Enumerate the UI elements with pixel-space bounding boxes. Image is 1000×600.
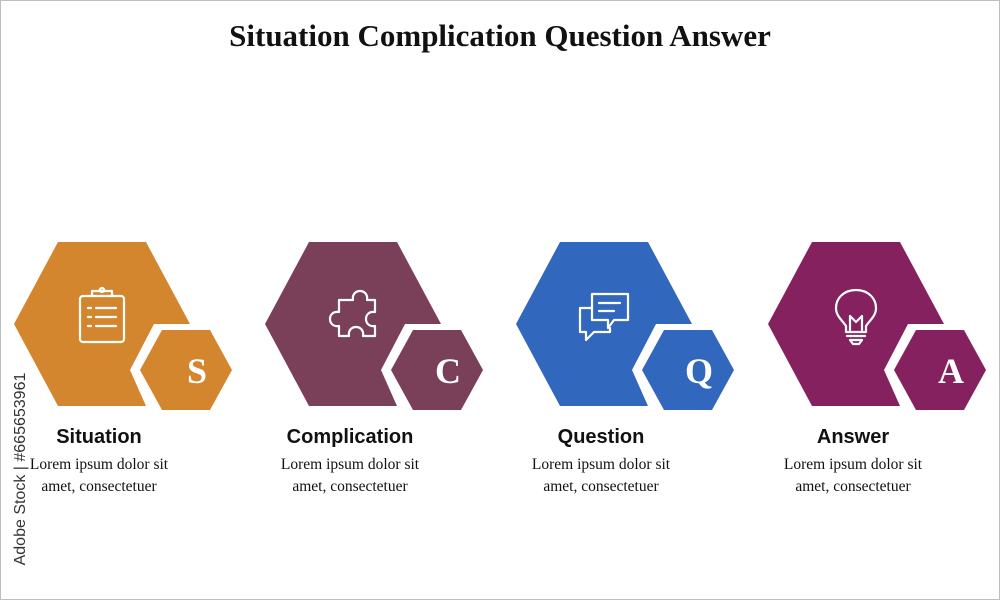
- description-line-2: amet, consectetuer: [292, 478, 408, 495]
- letter-badge: C: [435, 351, 461, 391]
- clipboard-icon: [78, 286, 126, 344]
- item-answer: A Answer Lorem ipsum dolor sit amet, con…: [768, 238, 998, 558]
- watermark-text: Adobe Stock | #665653961: [12, 372, 29, 566]
- item-label: Answer: [816, 426, 890, 448]
- item-question: Q Question Lorem ipsum dolor sit amet, c…: [516, 238, 746, 558]
- item-description: Lorem ipsum dolor sit amet, consectetuer: [0, 454, 214, 498]
- letter-badge: S: [186, 351, 208, 391]
- item-situation: S Situation Lorem ipsum dolor sit amet, …: [14, 238, 244, 558]
- large-hexagon: [14, 242, 232, 410]
- page-title: Situation Complication Question Answer: [229, 18, 771, 53]
- description-line-1: Lorem ipsum dolor sit: [531, 456, 671, 473]
- letter-badge: Q: [684, 351, 713, 391]
- letter-badge: A: [938, 351, 964, 391]
- description-line-1: Lorem ipsum dolor sit: [29, 456, 169, 473]
- item-description: Lorem ipsum dolor sit amet, consectetuer: [486, 454, 716, 498]
- hexagon-group: [265, 238, 495, 413]
- description-line-2: amet, consectetuer: [543, 478, 659, 495]
- stock-watermark: Adobe Stock | #665653961: [6, 360, 30, 590]
- description-line-1: Lorem ipsum dolor sit: [280, 456, 420, 473]
- hexagon-group: [516, 238, 746, 413]
- lightbulb-icon: [834, 288, 878, 346]
- hexagon-group: [768, 238, 998, 413]
- item-label: Question: [557, 426, 645, 448]
- chat-bubbles-icon: [578, 292, 630, 342]
- item-complication: C Complication Lorem ipsum dolor sit ame…: [265, 238, 495, 558]
- item-label: Situation: [56, 426, 142, 448]
- description-line-2: amet, consectetuer: [795, 478, 911, 495]
- large-hexagon: [768, 242, 986, 410]
- hexagon-group: [14, 238, 244, 413]
- puzzle-icon: [328, 289, 377, 338]
- description-line-2: amet, consectetuer: [41, 478, 157, 495]
- item-label: Complication: [286, 426, 414, 448]
- large-hexagon: [265, 242, 483, 410]
- description-line-1: Lorem ipsum dolor sit: [783, 456, 923, 473]
- large-hexagon: [516, 242, 734, 410]
- item-description: Lorem ipsum dolor sit amet, consectetuer: [738, 454, 968, 498]
- item-description: Lorem ipsum dolor sit amet, consectetuer: [235, 454, 465, 498]
